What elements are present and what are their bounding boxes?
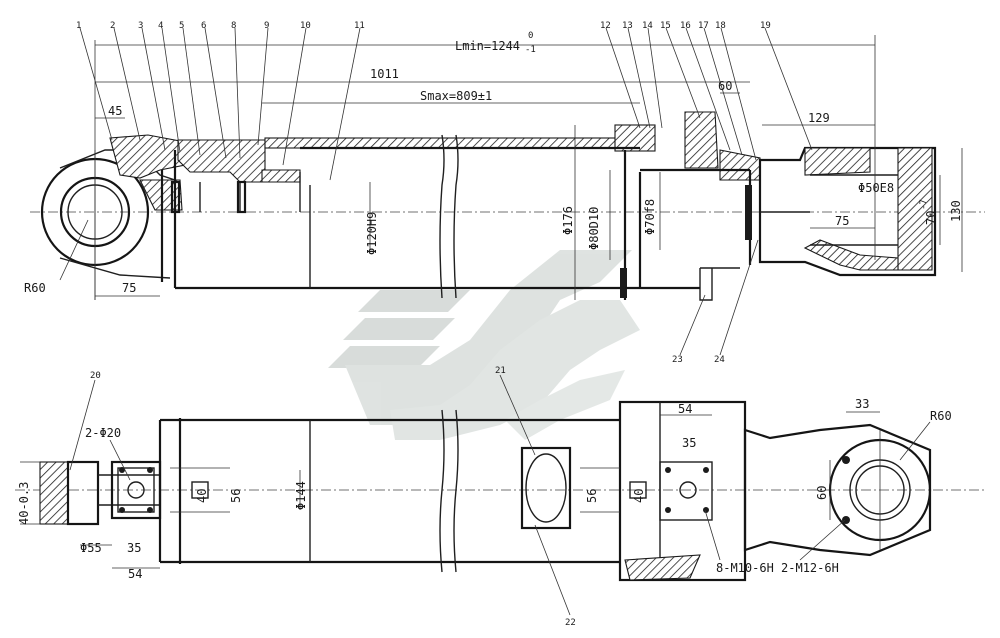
part-number-22: 23 xyxy=(672,355,683,365)
dim-70-7-tol: -7 xyxy=(919,199,929,210)
dim-80: Φ80D10 xyxy=(587,207,601,250)
dim-60-right: 60 xyxy=(815,486,829,500)
dim-56-left: 56 xyxy=(229,489,243,503)
dim-40-mid: 40 xyxy=(632,489,646,503)
part-number-20: 20 xyxy=(90,371,101,381)
dim-70-7: 70 xyxy=(924,211,938,225)
watermark-logo xyxy=(328,250,640,440)
dim-40-03: 40-0.3 xyxy=(17,482,31,525)
dim-r60-left: R60 xyxy=(24,281,46,295)
part-number-9: 9 xyxy=(264,21,269,31)
dim-1011: 1011 xyxy=(370,67,399,81)
dim-35-left: 35 xyxy=(127,541,141,555)
dim-smax: Smax=809±1 xyxy=(420,89,492,103)
dim-176: Φ176 xyxy=(561,206,575,235)
dim-129: 129 xyxy=(808,111,830,125)
part-number-12: 12 xyxy=(600,21,611,31)
dim-40-left: 40 xyxy=(195,489,209,503)
part-number-18: 18 xyxy=(715,21,726,31)
part-number-10: 10 xyxy=(300,21,311,31)
dim-lmin: Lmin=1244 xyxy=(455,39,520,53)
part-number-3: 3 xyxy=(138,21,143,31)
part-number-24: 22 xyxy=(565,618,576,628)
part-number-5: 5 xyxy=(179,21,184,31)
part-number-8: 8 xyxy=(231,21,236,31)
plan-view: 20 21 22 2-Φ20 40 56 Φ144 35 54 Φ55 40-0… xyxy=(15,366,985,628)
part-number-23: 24 xyxy=(714,355,725,365)
dim-54-left: 54 xyxy=(128,567,142,581)
part-number-1: 1 xyxy=(76,21,81,31)
part-number-21: 21 xyxy=(495,366,506,376)
dim-port-holes: 2-Φ20 xyxy=(85,426,121,440)
dim-75-right: 75 xyxy=(835,214,849,228)
dim-55: Φ55 xyxy=(80,541,102,555)
dim-33: 33 xyxy=(855,397,869,411)
part-number-4: 4 xyxy=(158,21,163,31)
dim-60-top: 60 xyxy=(718,79,732,93)
part-number-15: 15 xyxy=(660,21,671,31)
part-number-17: 17 xyxy=(698,21,709,31)
dim-lmin-tol-lower: -1 xyxy=(525,45,536,55)
dim-r60-right: R60 xyxy=(930,409,952,423)
dim-75-left: 75 xyxy=(122,281,136,295)
part-number-16: 16 xyxy=(680,21,691,31)
dim-35-right: 35 xyxy=(682,436,696,450)
dim-130: 130 xyxy=(949,200,963,222)
part-number-2: 2 xyxy=(110,21,115,31)
dim-lmin-tol-upper: 0 xyxy=(528,31,533,41)
dim-50: Φ50E8 xyxy=(858,181,894,195)
part-number-6: 6 xyxy=(201,21,206,31)
part-number-11: 11 xyxy=(354,21,365,31)
dim-54-right: 54 xyxy=(678,402,692,416)
part-number-19: 19 xyxy=(760,21,771,31)
dim-70: Φ70f8 xyxy=(643,199,657,235)
dim-56-mid: 56 xyxy=(585,489,599,503)
section-view: 1 2 3 4 5 6 8 9 10 11 12 13 14 15 16 17 … xyxy=(24,21,985,365)
part-number-14: 14 xyxy=(642,21,653,31)
part-number-13: 13 xyxy=(622,21,633,31)
dim-threads: 8-M10-6H 2-M12-6H xyxy=(716,561,839,575)
dim-bore: Φ120H9 xyxy=(365,212,379,255)
dim-144: Φ144 xyxy=(294,481,308,510)
dim-45: 45 xyxy=(108,104,122,118)
